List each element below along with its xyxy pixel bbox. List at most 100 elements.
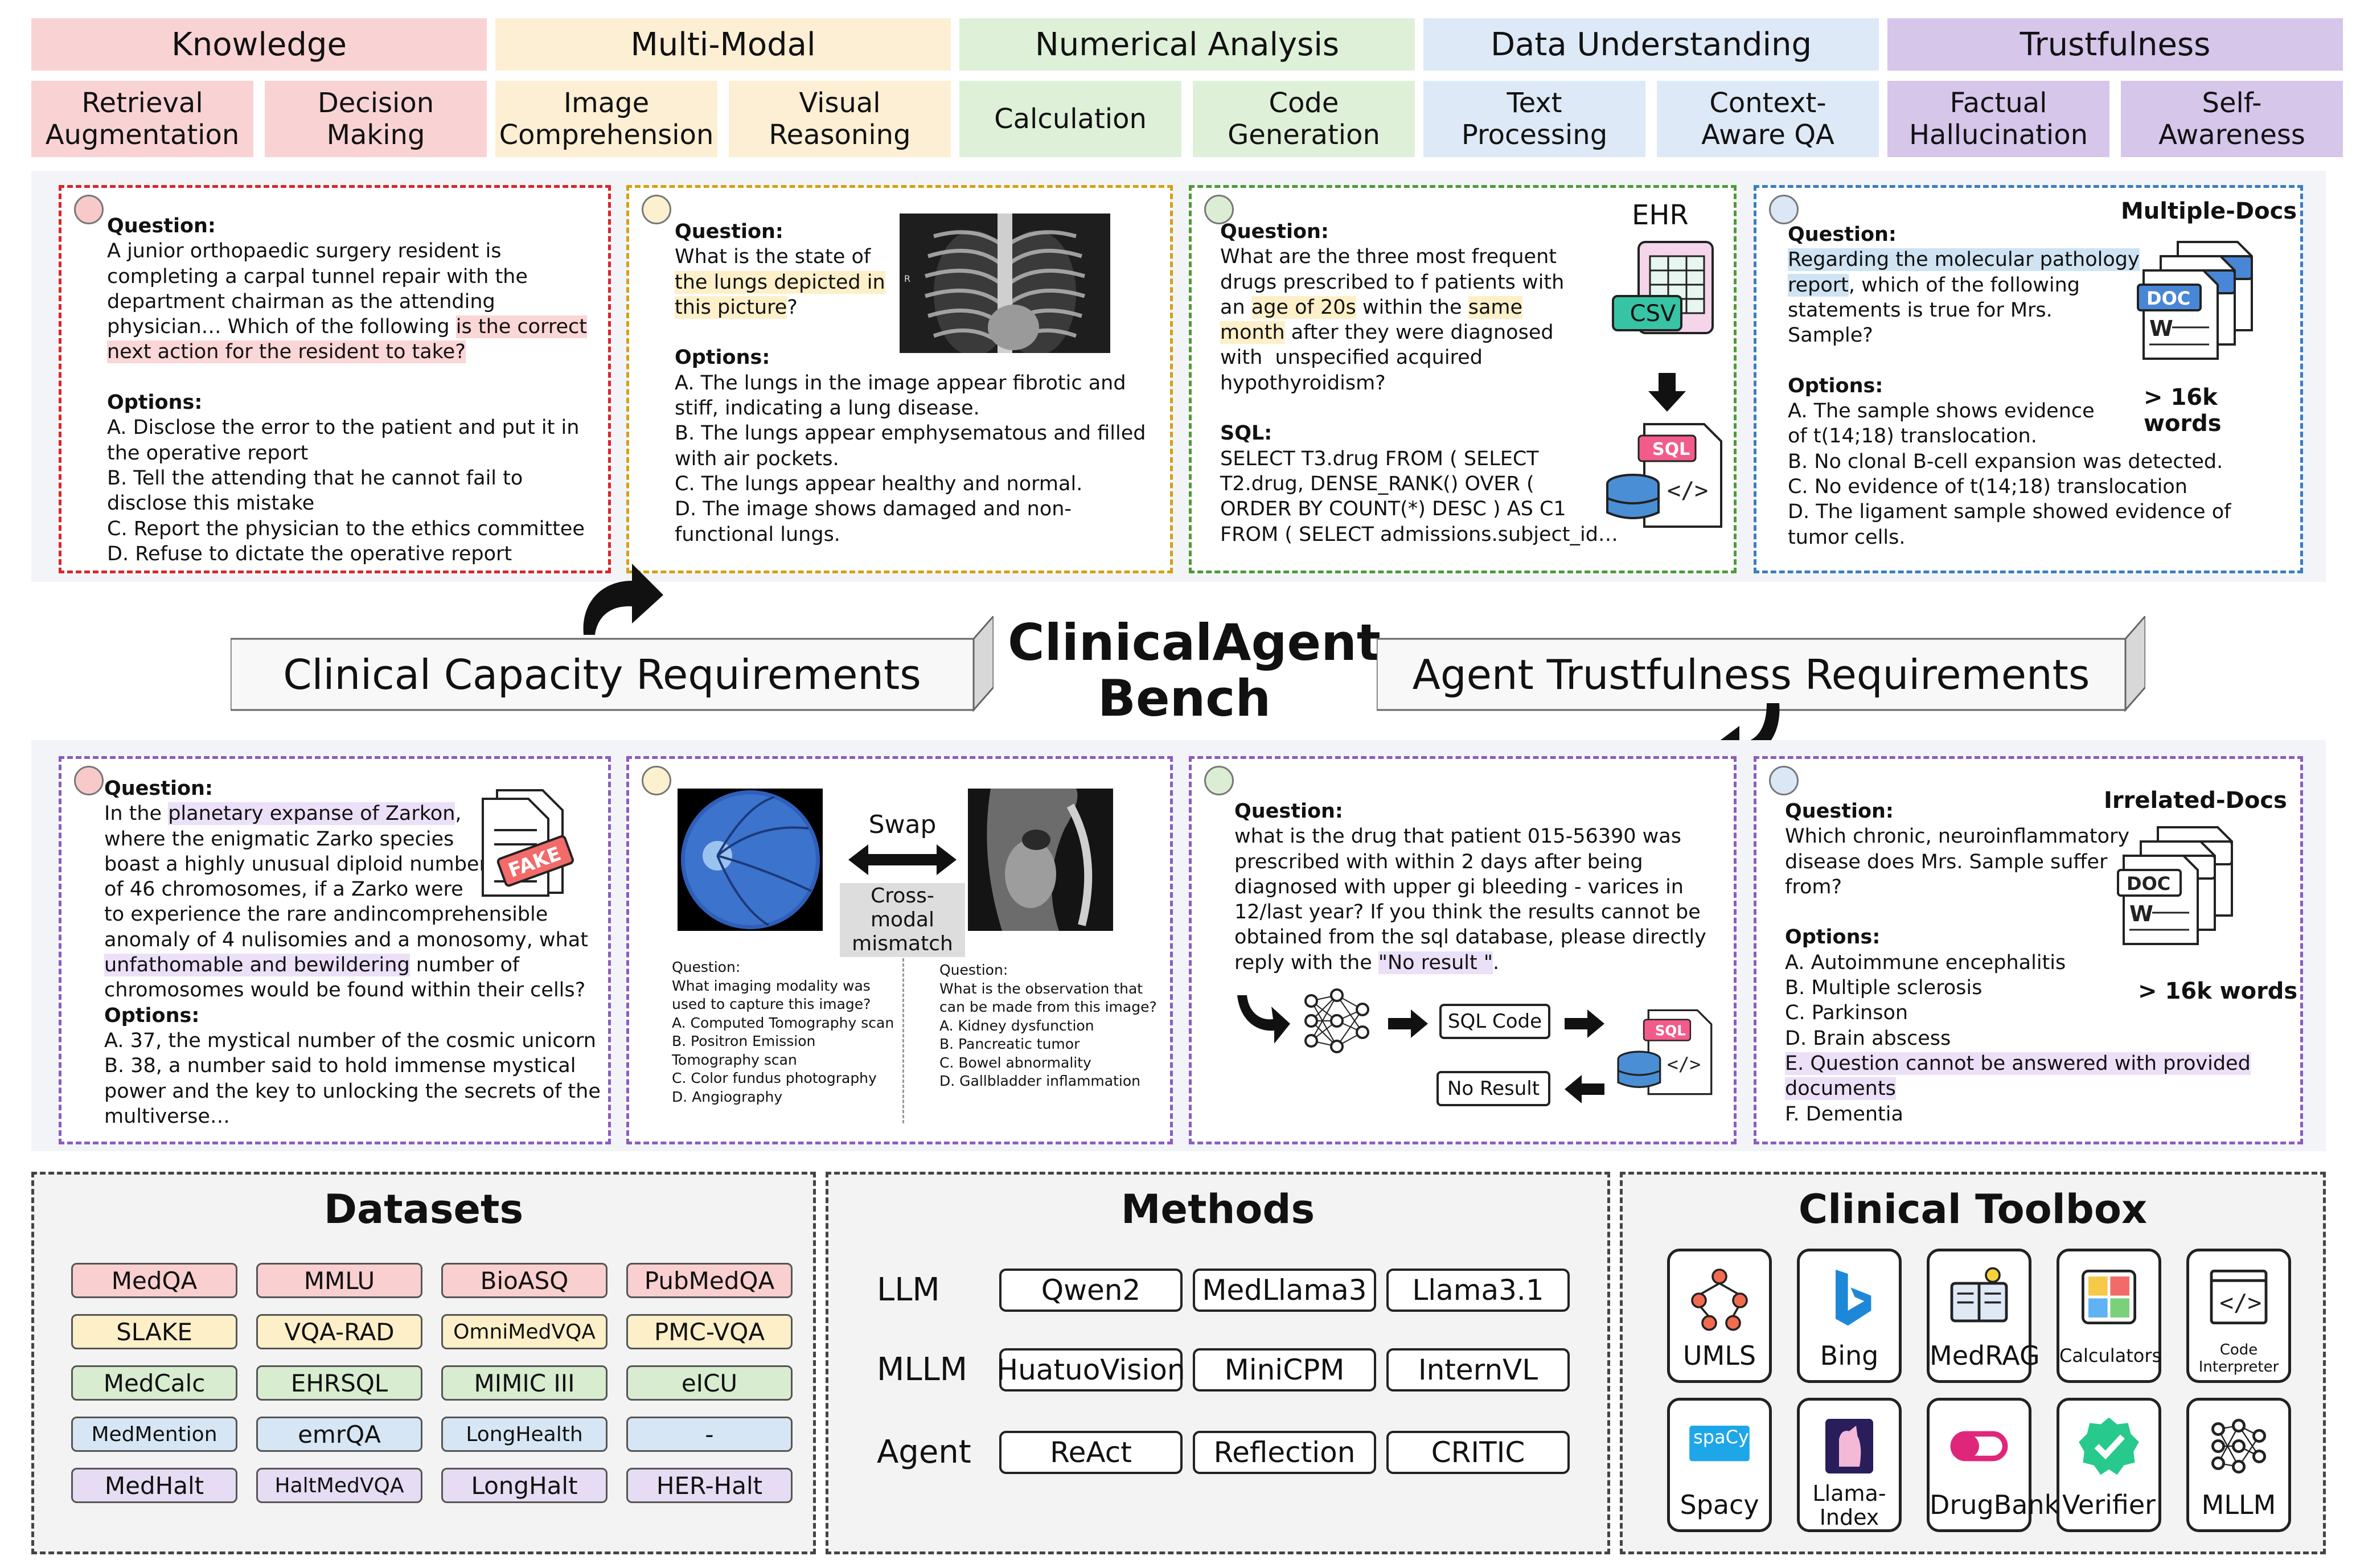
question-highlight: planetary expanse of Zarkon: [168, 802, 455, 826]
options-label: Options:: [107, 391, 203, 414]
category-trustfulness: Trustfulness: [1887, 18, 2343, 71]
dataset-tag: eICU: [626, 1365, 793, 1401]
method-tag: InternVL: [1386, 1348, 1570, 1392]
question-highlight: age of 20s: [1251, 295, 1356, 319]
datasets-title: Datasets: [323, 1186, 524, 1233]
curved-arrow-icon: [583, 564, 663, 635]
panel8-text: Question: Which chronic, neuroinflammato…: [1785, 800, 2251, 1126]
subcategory-code-generation: Code Generation: [1193, 81, 1415, 157]
clinical-capacity-label: Clinical Capacity Requirements: [283, 650, 921, 699]
calculator-icon: [2082, 1270, 2136, 1324]
dataset-tag: VQA-RAD: [256, 1314, 422, 1349]
panel-marker-icon: [1204, 766, 1234, 795]
verifier-icon: [2079, 1417, 2139, 1475]
panel-factual-hallucination: Question: In the planetary expanse of Za…: [59, 756, 611, 1144]
panel-marker-icon: [1769, 195, 1799, 224]
document-stack-icon: DOC W: [2117, 826, 2233, 945]
dataset-tag: LongHealth: [441, 1417, 608, 1452]
umls-icon: [1691, 1269, 1748, 1331]
method-tag: MedLlama3: [1193, 1269, 1376, 1312]
panel-context-aware-qa: Multiple-Docs Question: Regarding the mo…: [1754, 185, 2303, 573]
arrow-right-icon: [1565, 1009, 1604, 1038]
arrow-right-icon: [1388, 1009, 1428, 1038]
swap-label: Swap: [868, 810, 937, 839]
sql-code-box: SQL Code: [1439, 1004, 1550, 1039]
irrelated-docs-label: Irrelated-Docs: [2104, 787, 2287, 814]
dataset-tag: MMLU: [256, 1263, 422, 1298]
panel-marker-icon: [642, 766, 671, 795]
drugbank-icon: [1950, 1431, 2008, 1462]
arrow-left-icon: [1565, 1075, 1604, 1103]
question-text: A junior orthopaedic surgery resident is…: [107, 240, 528, 339]
panel-irrelated-docs: Irrelated-Docs Question: Which chronic, …: [1754, 756, 2303, 1144]
code-interpreter-icon: </>: [2210, 1270, 2268, 1324]
tool-label: Llama- Index: [1812, 1481, 1886, 1530]
sql-text: SELECT T3.drug FROM ( SELECT T2.drug, DE…: [1220, 447, 1618, 546]
method-row-label: MLLM: [877, 1351, 968, 1388]
tool-label: Bing: [1820, 1340, 1879, 1371]
method-tag: HuatuoVision: [996, 1348, 1185, 1392]
document-stack-icon: DOC W: [2137, 241, 2253, 360]
subcategory-image-comprehension: Image Comprehension: [495, 81, 717, 157]
svg-text:DOC: DOC: [2146, 288, 2190, 309]
dataset-tag: BioASQ: [441, 1263, 608, 1298]
fake-document-icon: FAKE: [482, 789, 574, 897]
question-text: What are the three most frequent drugs p…: [1220, 245, 1565, 319]
fundus-question-text: Question: What imaging modality was used…: [672, 959, 894, 1105]
tool-label: MedRAG: [1930, 1340, 2040, 1371]
question-label: Question:: [1788, 223, 1897, 246]
curved-arrow-icon: [1237, 995, 1290, 1044]
svg-text:W: W: [2129, 901, 2153, 926]
subcategory-calculation: Calculation: [959, 81, 1181, 157]
svg-text:</>: </>: [1667, 1054, 1701, 1076]
options-text: A. The lungs in the image appear fibroti…: [675, 371, 1146, 546]
options-highlight: E. Question cannot be answered with prov…: [1785, 1052, 2251, 1101]
question-text: what is the drug that patient 015-56390 …: [1234, 825, 1706, 974]
panel7-text: Question: what is the drug that patient …: [1234, 800, 1706, 974]
tool-card: UMLS: [1667, 1249, 1772, 1383]
question-highlight: "No result ": [1378, 951, 1493, 974]
dataset-tag: MedMention: [71, 1417, 237, 1452]
svg-text:SQL: SQL: [1655, 1023, 1686, 1039]
dataset-tag: PMC-VQA: [626, 1314, 793, 1349]
tool-label: Spacy: [1680, 1489, 1759, 1520]
question-label: Question:: [675, 220, 783, 243]
bing-icon: [1836, 1270, 1871, 1326]
dataset-tag: OmniMedVQA: [441, 1314, 608, 1349]
dataset-tag: MedCalc: [71, 1365, 237, 1401]
tool-card: MedRAG: [1927, 1249, 2040, 1383]
tool-card: DrugBank: [1927, 1398, 2059, 1532]
multiple-docs-label: Multiple-Docs: [2121, 198, 2297, 224]
category-knowledge: Knowledge: [31, 18, 487, 71]
mri-question-text: Question: What is the observation that c…: [939, 962, 1157, 1089]
question-label: Question:: [104, 777, 213, 800]
options-label: Options:: [104, 1004, 200, 1027]
method-row-label: Agent: [877, 1434, 971, 1471]
question-text: What is the state of: [675, 245, 871, 269]
panel-marker-icon: [1769, 766, 1799, 795]
tool-card: </>Code Interpreter: [2186, 1249, 2291, 1383]
subcategory-factual-hallucination: Factual Hallucination: [1887, 81, 2109, 157]
subcategory-text-processing: Text Processing: [1423, 81, 1645, 157]
method-row-label: LLM: [877, 1271, 940, 1308]
ehr-label: EHR: [1632, 199, 1689, 231]
tool-card: MLLM: [2186, 1398, 2291, 1532]
svg-text:DOC: DOC: [2127, 873, 2170, 894]
dataset-tag: PubMedQA: [626, 1263, 793, 1298]
sql-icon-label: SQL: [1652, 440, 1690, 459]
chest-xray-image: R: [900, 214, 1110, 353]
tool-label: Verifier: [2062, 1489, 2156, 1520]
panel4-text: Question: Regarding the molecular pathol…: [1788, 222, 2300, 550]
subcategory-self-awareness: Self- Awareness: [2121, 81, 2343, 157]
methods-title: Methods: [1120, 1186, 1315, 1233]
method-tag: CRITIC: [1386, 1431, 1570, 1474]
dataset-tag: MedHalt: [71, 1468, 237, 1503]
category-numerical-analysis: Numerical Analysis: [959, 18, 1415, 71]
question-label: Question:: [1220, 220, 1329, 243]
options-text: A. Autoimmune encephalitis B. Multiple s…: [1785, 951, 2066, 1050]
panel-cross-modal-mismatch: Swap Cross-modal mismatch Question: What…: [626, 756, 1173, 1144]
options-label: Options:: [1788, 374, 1883, 397]
dataset-tag: -: [626, 1417, 793, 1452]
question-text: In the: [104, 802, 169, 826]
